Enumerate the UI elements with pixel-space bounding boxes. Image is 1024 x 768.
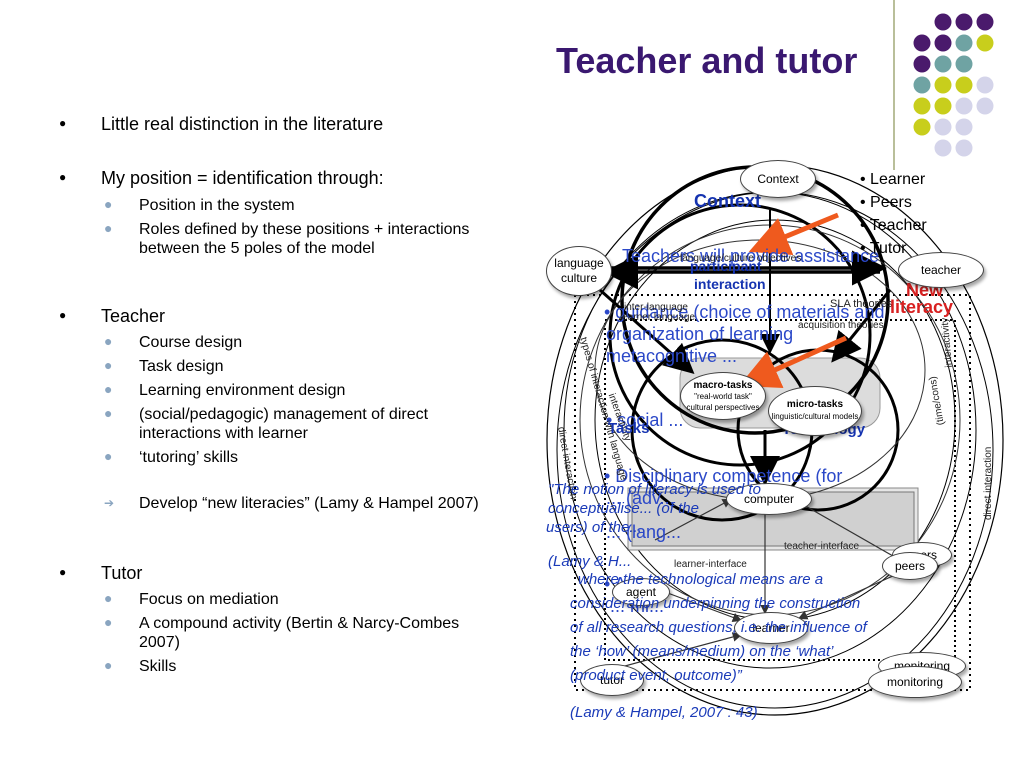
sub-bullet-icon: ●: [104, 405, 113, 421]
decorative-dot: [934, 13, 952, 31]
quote-line: consideration underpinning the construct…: [570, 595, 861, 612]
arrow: [654, 498, 733, 541]
sub-bullet-icon: ●: [104, 657, 113, 673]
decorative-dot: [976, 76, 994, 94]
bullet-icon: ●: [59, 308, 67, 322]
decorative-dot: [913, 97, 931, 115]
quote-line: users) of the...: [546, 519, 642, 536]
macro-tasks-node: macro-tasks "real-world task" cultural p…: [680, 372, 766, 420]
tasks-label: Tasks: [608, 420, 650, 437]
overlay-line: • guidance (choice of materials and: [604, 302, 885, 322]
new-literacy-label: literacy: [890, 297, 954, 317]
agent-node: agent: [612, 578, 670, 606]
orange-arrow: [738, 335, 848, 388]
quote-line: where the technological means are a: [578, 571, 824, 588]
decorative-dot: [976, 13, 994, 31]
sub-bullet-icon: ●: [104, 196, 113, 212]
decorative-dot: [913, 76, 931, 94]
monitoring-node: monitoring: [868, 666, 962, 698]
decorative-dot: [955, 76, 973, 94]
sub-bullet-icon: ●: [104, 590, 113, 606]
arrow: [599, 288, 695, 374]
decorative-dot: [934, 118, 952, 136]
interaction-label: participant: [690, 258, 762, 274]
overlay-line: metacognitive ...: [606, 346, 738, 366]
overlay-line: ... (adv...: [606, 488, 675, 508]
decorative-dot: [955, 118, 973, 136]
title-divider: [893, 0, 895, 170]
decorative-dot: [913, 34, 931, 52]
decorative-dot: [955, 139, 973, 157]
participants-list: • Learner • Peers • Teacher • Tutor: [860, 171, 927, 257]
sub-bullet-icon: ●: [104, 614, 113, 630]
diagram-label: direct interaction: [983, 446, 994, 520]
decorative-dot: [934, 97, 952, 115]
model-diagram: Teachers will provide assistance • guida…: [540, 150, 1024, 730]
tutor-node: tutor: [580, 664, 644, 696]
overlay-line: • social ...: [606, 410, 684, 430]
context-node: Context: [740, 160, 816, 198]
interaction-label: interaction: [694, 276, 766, 292]
sub-bullet-icon: ●: [104, 333, 113, 349]
diagram-label: SLA theories: [830, 298, 893, 310]
diagram-label: acquisition theories: [798, 320, 884, 331]
orange-arrow: [748, 212, 839, 256]
peers-node: peers: [882, 552, 938, 580]
decorative-dot: [976, 97, 994, 115]
micro-tasks-node: micro-tasks linguistic/cultural models: [768, 386, 862, 436]
quote-line: of all research questions, i.e. the infl…: [570, 619, 867, 636]
quote-line: (Lamy & H...: [548, 553, 632, 570]
quote-citation: (Lamy & Hampel, 2007 : 43): [570, 704, 758, 721]
decorative-dot: [934, 55, 952, 73]
quote-line: the ‘how’ (means/medium) on the ‘what’: [570, 643, 834, 660]
diagram-label: inter-language: [624, 302, 688, 313]
decorative-dot: [976, 34, 994, 52]
diagram-label: language/culture objectives: [680, 253, 802, 264]
overlay-line: ... (lang...: [606, 522, 682, 542]
decorative-dot: [955, 55, 973, 73]
decorative-dot: [955, 34, 973, 52]
decorative-dot: [955, 97, 973, 115]
arrow: [664, 591, 743, 622]
computer-node: computer: [726, 483, 812, 515]
sub-bullet-icon: ●: [104, 220, 113, 236]
decorative-dot: [934, 76, 952, 94]
arrow: [831, 289, 892, 363]
diagram-label: learner language: [620, 312, 696, 323]
sub-bullet-icon: ●: [104, 448, 113, 464]
dotted-frame: [604, 319, 956, 661]
arrow: [797, 574, 896, 620]
diagram-label: learner-interface: [674, 559, 747, 570]
context-circle: [608, 203, 872, 467]
quote-line: "The notion of literacy is used to: [548, 481, 761, 498]
arrow: [792, 498, 901, 561]
overlay-line: organization of learning: [606, 324, 794, 344]
decorative-dot: [934, 34, 952, 52]
learner-node: learner: [734, 612, 808, 644]
language-culture-node: language culture: [546, 246, 612, 296]
overlay-line: • Disciplinary competence (for: [604, 466, 843, 486]
arrow-right-icon: ➔: [104, 496, 115, 510]
decorative-dot: [955, 13, 973, 31]
arrow: [609, 632, 743, 671]
context-label: Context: [694, 191, 761, 211]
bullet-icon: ●: [59, 565, 67, 579]
sub-bullet-icon: ●: [104, 381, 113, 397]
bullet-icon: ●: [59, 170, 67, 184]
decorative-dot: [934, 139, 952, 157]
quote-line: (product event, outcome)”: [570, 667, 742, 684]
teacher-node: teacher: [898, 252, 984, 288]
decorative-dots: [913, 13, 994, 157]
slide-title: Teacher and tutor: [556, 40, 858, 81]
diagram-label: teacher-interface: [784, 541, 860, 552]
decorative-dot: [913, 55, 931, 73]
sub-bullet-icon: ●: [104, 357, 113, 373]
quote-line: conceptualise... (of the: [548, 500, 699, 517]
overlay-line: Teachers will provide assistance: [622, 246, 880, 266]
decorative-dot: [913, 118, 931, 136]
bullet-icon: ●: [59, 116, 67, 130]
